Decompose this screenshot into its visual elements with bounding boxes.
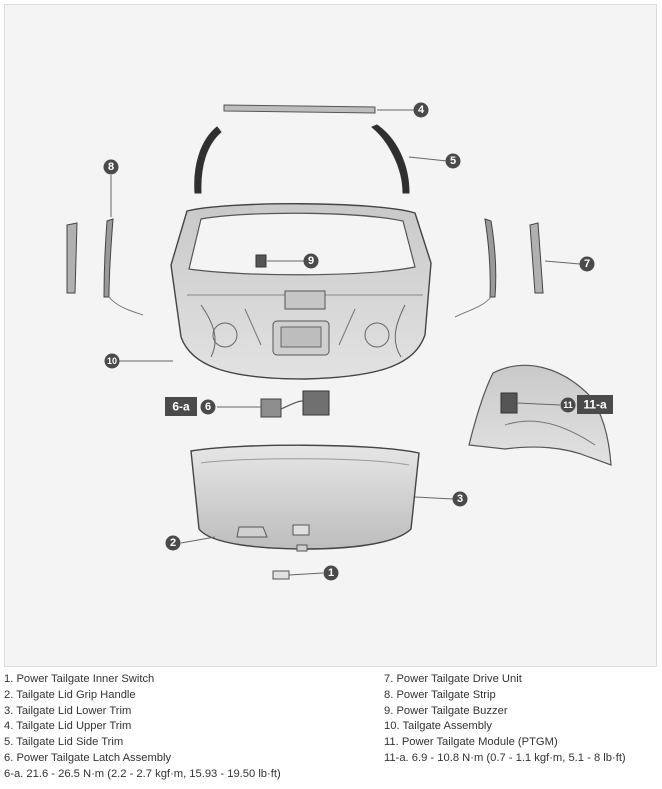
callout-3: 3 [452,491,468,507]
svg-text:11-a: 11-a [583,398,607,412]
legend-torque-item: 11-a. 6.9 - 10.8 N·m (0.7 - 1.1 kgf·m, 5… [384,751,626,764]
power-tailgate-module [468,364,612,466]
legend-left-column: 1. Power Tailgate Inner Switch 2. Tailga… [4,672,281,783]
callout-8: 8 [103,159,119,175]
legend-item: 6. Power Tailgate Latch Assembly [4,751,172,764]
svg-text:1: 1 [328,567,334,579]
callout-10: 10 [104,353,120,369]
legend-item: 3. Tailgate Lid Lower Trim [4,704,132,717]
callout-11: 11 [560,397,576,413]
legend-torque-item: 6-a. 21.6 - 26.5 N·m (2.2 - 2.7 kgf·m, 1… [4,767,281,780]
svg-text:2: 2 [170,537,176,549]
parts-legend: 1. Power Tailgate Inner Switch 2. Tailga… [4,672,658,786]
legend-item: 10. Tailgate Assembly [384,720,492,733]
legend-item: 9. Power Tailgate Buzzer [384,704,508,717]
callout-7: 7 [579,256,595,272]
legend-item: 7. Power Tailgate Drive Unit [384,673,522,685]
svg-text:5: 5 [450,155,456,167]
tailgate-lid-side-trim [194,124,410,194]
callout-9: 9 [303,253,319,269]
callout-4: 4 [413,102,429,118]
leader-lines [110,109,581,576]
callout-5: 5 [445,153,461,169]
legend-item: 5. Tailgate Lid Side Trim [4,736,124,749]
svg-text:6-a: 6-a [172,400,190,414]
legend-item: 11. Power Tailgate Module (PTGM) [384,736,558,749]
diagram-canvas: 4 5 8 7 9 10 6 11 3 2 1 6-a 11-a [66,102,613,581]
torque-tag-6a: 6-a [165,397,197,416]
callout-6: 6 [200,399,216,415]
svg-text:11: 11 [563,400,573,410]
torque-tag-11a: 11-a [577,395,613,414]
power-tailgate-latch-assembly [260,390,330,418]
legend-item: 2. Tailgate Lid Grip Handle [4,688,136,701]
legend-item: 4. Tailgate Lid Upper Trim [4,720,132,733]
exploded-diagram: 4 5 8 7 9 10 6 11 3 2 1 6-a 11-a [4,4,657,667]
svg-text:8: 8 [108,161,114,173]
svg-text:7: 7 [584,258,590,270]
svg-text:10: 10 [107,356,117,366]
power-tailgate-inner-switch [272,570,290,580]
power-tailgate-strip [66,218,144,316]
legend-right-column: 7. Power Tailgate Drive Unit 8. Power Ta… [384,672,626,767]
svg-text:3: 3 [457,493,463,505]
tailgate-assembly [170,203,432,380]
callout-1: 1 [323,565,339,581]
power-tailgate-buzzer [255,254,267,268]
svg-text:4: 4 [418,104,425,116]
svg-text:9: 9 [308,255,314,267]
power-tailgate-drive-unit [454,218,544,318]
svg-text:6: 6 [205,401,211,413]
tailgate-lid-upper-trim [223,104,376,114]
callout-2: 2 [165,535,181,551]
legend-item: 8. Power Tailgate Strip [384,688,496,701]
legend-item: 1. Power Tailgate Inner Switch [4,673,155,685]
tailgate-lid-lower-trim [190,444,420,552]
